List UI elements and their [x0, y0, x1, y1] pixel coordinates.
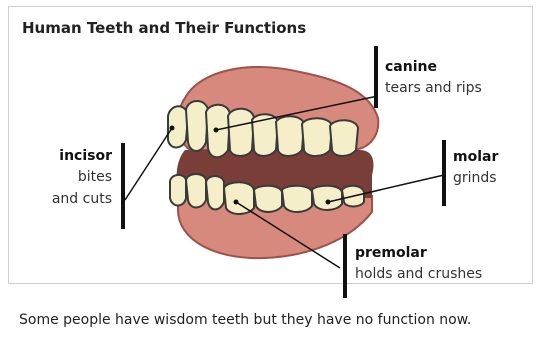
- upper-tooth-6: [276, 116, 304, 156]
- canine-description: tears and rips: [385, 77, 482, 99]
- upper-tooth-4: [228, 109, 254, 156]
- molar-pointer-dot: [326, 200, 331, 205]
- footnote-caption: Some people have wisdom teeth but they h…: [19, 312, 471, 328]
- canine-callout-bar: [374, 46, 378, 108]
- lower-tooth-1: [170, 175, 186, 206]
- molar-label: molar grinds: [453, 147, 498, 189]
- incisor-pointer-line: [125, 128, 172, 200]
- lower-tooth-4: [224, 182, 254, 214]
- upper-tooth-5: [252, 114, 278, 156]
- premolar-description: holds and crushes: [355, 263, 482, 285]
- incisor-callout-bar: [121, 143, 125, 229]
- lower-tooth-3: [206, 176, 224, 210]
- premolar-callout-bar: [343, 234, 347, 298]
- lower-tooth-2: [186, 174, 206, 208]
- canine-term: canine: [385, 57, 482, 77]
- lower-tooth-6: [282, 186, 312, 212]
- incisor-description-line1: bites: [38, 166, 112, 188]
- molar-callout-bar: [442, 140, 446, 206]
- molar-term: molar: [453, 147, 498, 167]
- upper-tooth-7: [302, 118, 332, 156]
- upper-tooth-2: [186, 101, 208, 151]
- lower-tooth-5: [254, 186, 282, 212]
- upper-tooth-8: [330, 120, 358, 156]
- canine-pointer-dot: [214, 128, 219, 133]
- incisor-pointer-dot: [170, 126, 175, 131]
- incisor-term: incisor: [38, 146, 112, 166]
- premolar-term: premolar: [355, 243, 482, 263]
- incisor-label: incisor bites and cuts: [38, 146, 112, 210]
- incisor-description-line2: and cuts: [38, 188, 112, 210]
- premolar-label: premolar holds and crushes: [355, 243, 482, 285]
- canine-label: canine tears and rips: [385, 57, 482, 99]
- premolar-pointer-dot: [234, 200, 239, 205]
- molar-description: grinds: [453, 167, 498, 189]
- lower-tooth-7: [312, 186, 342, 210]
